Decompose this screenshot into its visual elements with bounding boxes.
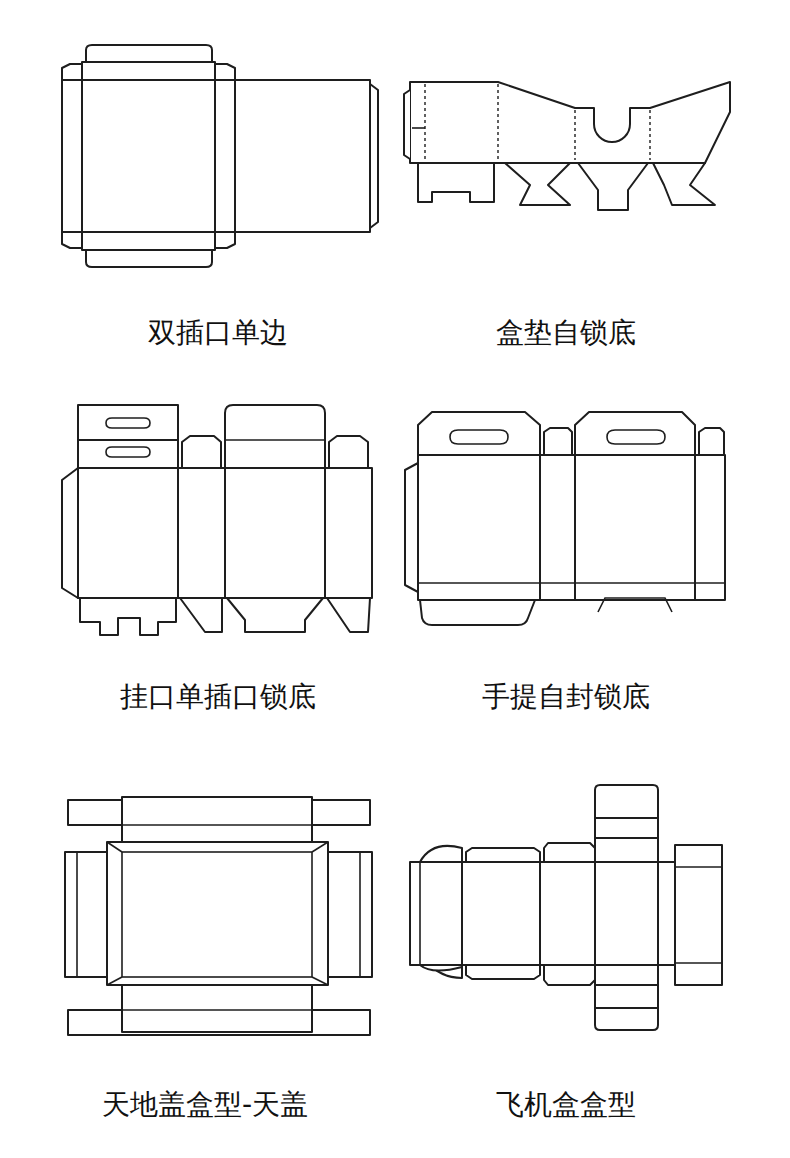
figure-caption: 手提自封锁底 [482,680,650,714]
hang-tab-lock-bottom-dieline [62,405,372,635]
figure-caption: 挂口单插口锁底 [120,680,316,714]
handle-lock-bottom-dieline [405,412,725,625]
figure-caption: 双插口单边 [148,316,288,350]
double-tuck-dieline [62,45,378,267]
figure-caption: 飞机盒盒型 [496,1088,636,1122]
figure-caption: 盒垫自锁底 [496,316,636,350]
mailer-box-dieline [410,785,722,1030]
lid-dieline [65,797,372,1035]
figure-caption: 天地盖盒型-天盖 [102,1088,308,1122]
tray-lock-bottom-dieline [404,82,730,210]
